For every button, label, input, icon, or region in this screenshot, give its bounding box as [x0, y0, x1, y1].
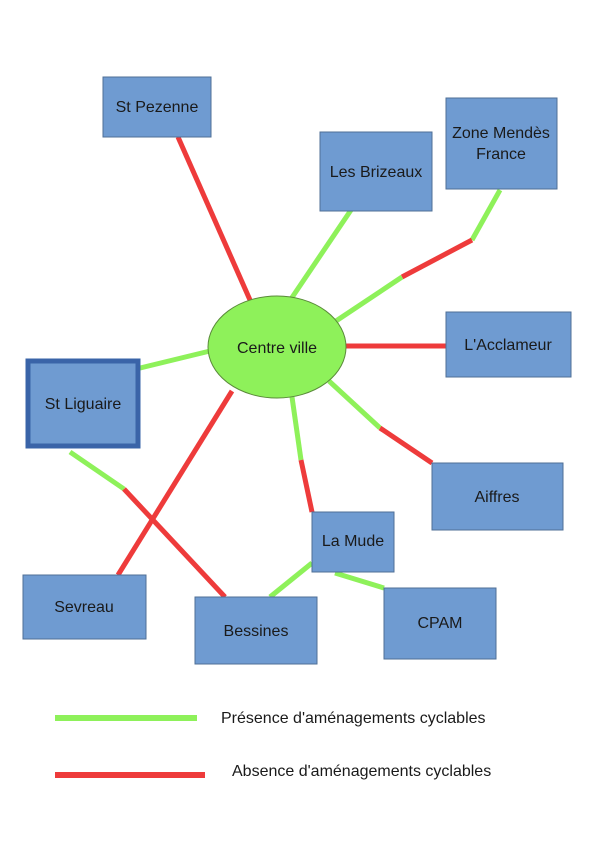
link-mude-bessines-green: [268, 561, 314, 599]
node-st-liguaire: St Liguaire: [25, 358, 141, 449]
node-label: L'Acclameur: [464, 337, 552, 354]
node-sevreau: Sevreau: [22, 574, 147, 640]
link-st-pezenne-red: [175, 135, 253, 302]
node-aiffres: Aiffres: [431, 462, 564, 531]
node-label: Aiffres: [474, 489, 519, 506]
link-zone-mendes-red: [400, 237, 474, 280]
node-la-mude: La Mude: [311, 511, 395, 573]
center-label: Centre ville: [237, 340, 317, 357]
link-st-liguaire-green: [135, 348, 211, 372]
link-aiffres-green: [327, 379, 382, 430]
link-la-mude-red: [298, 459, 315, 513]
node-label: Les Brizeaux: [330, 164, 423, 181]
node-zone-mendes-france: Zone Mendès France: [445, 97, 558, 190]
link-les-brizeaux-green: [288, 208, 354, 301]
node-label: Sevreau: [54, 599, 114, 616]
node-label: St Liguaire: [45, 396, 122, 413]
link-zone-mendes-green-b: [334, 274, 404, 324]
node-label-line1: Zone Mendès: [452, 125, 550, 142]
link-zone-mendes-green-a: [469, 188, 503, 242]
link-aiffres-red: [378, 425, 434, 466]
node-label: La Mude: [322, 533, 384, 550]
legend-red-label: Absence d'aménagements cyclables: [232, 763, 491, 780]
link-la-mude-green: [289, 396, 304, 461]
link-st-liguaire-bessines-red: [122, 487, 227, 599]
node-les-brizeaux: Les Brizeaux: [319, 131, 433, 212]
legend-green-label: Présence d'aménagements cyclables: [221, 710, 486, 727]
legend: Présence d'aménagements cyclables Absenc…: [55, 710, 491, 780]
link-st-liguaire-bessines-green: [68, 449, 126, 492]
link-mude-cpam-green: [334, 570, 385, 591]
node-st-pezenne: St Pezenne: [102, 76, 212, 138]
node-label: St Pezenne: [116, 99, 199, 116]
node-label: Bessines: [224, 623, 289, 640]
node-label: CPAM: [417, 615, 462, 632]
node-cpam: CPAM: [383, 587, 497, 660]
connections: [68, 135, 503, 599]
node-acclameur: L'Acclameur: [445, 311, 572, 378]
node-label-line2: France: [476, 146, 526, 163]
center-node: Centre ville: [207, 295, 347, 399]
node-bessines: Bessines: [194, 596, 318, 665]
link-sevreau-red: [115, 389, 235, 577]
